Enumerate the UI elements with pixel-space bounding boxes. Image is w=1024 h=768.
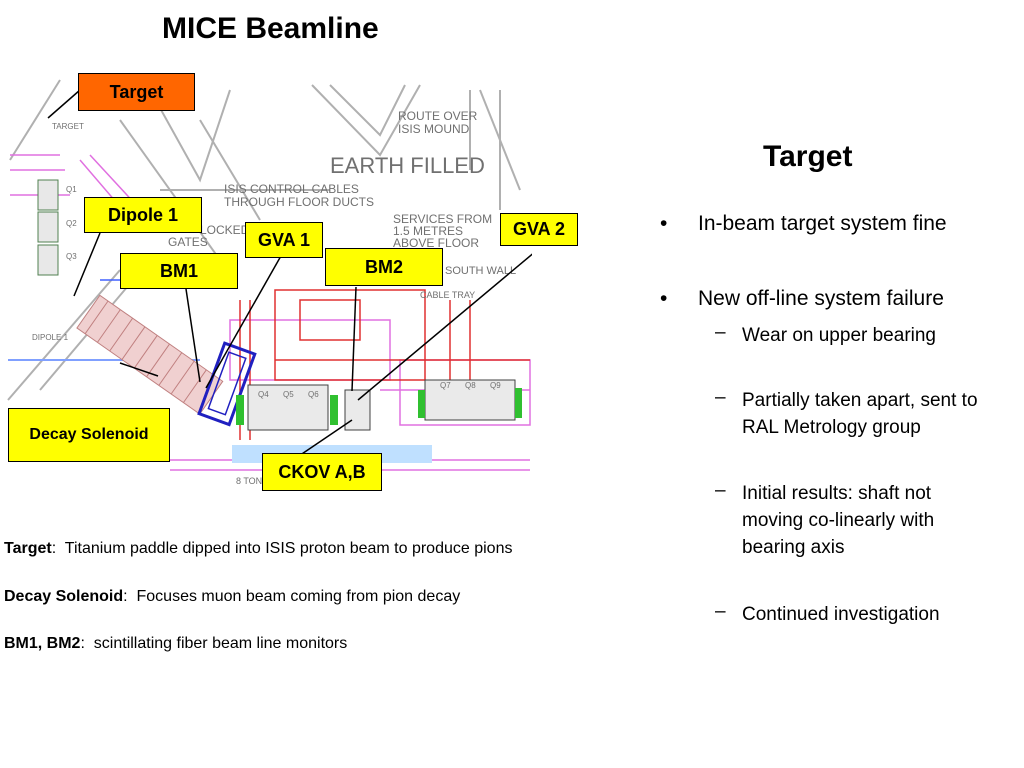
bullet-dot: •	[660, 212, 668, 235]
metres-text: 1.5 METRES	[393, 224, 463, 238]
q8-text: Q8	[465, 381, 476, 390]
sub-bullet-text: Wear on upper bearing	[742, 325, 936, 346]
page-title: MICE Beamline	[162, 12, 379, 45]
through-floor-ducts-text: THROUGH FLOOR DUCTS	[224, 195, 374, 209]
caption-target-term: Target	[4, 540, 52, 557]
bullet-text: New off-line system failure	[698, 287, 944, 310]
caption-bm-sep: :	[80, 635, 85, 652]
sub-bullet-text: Continued investigation	[742, 604, 940, 625]
gva1-callout: GVA 1	[245, 222, 323, 258]
gva2-callout: GVA 2	[500, 213, 578, 246]
dipole1-callout: Dipole 1	[84, 197, 202, 233]
bm1-callout: BM1	[120, 253, 238, 289]
services-from-text: SERVICES FROM	[393, 212, 492, 226]
isis-mound-text: ISIS MOUND	[398, 122, 470, 136]
q5-text: Q5	[283, 390, 294, 399]
caption-target-text: Titanium paddle dipped into ISIS proton …	[56, 540, 513, 557]
above-floor-text: ABOVE FLOOR	[393, 236, 479, 250]
caption-target: Target: Titanium paddle dipped into ISIS…	[4, 540, 512, 558]
q7-text: Q7	[440, 381, 451, 390]
q1-text: Q1	[66, 185, 77, 194]
sub-bullet-dash: –	[715, 480, 726, 501]
ckov-callout: CKOV A,B	[262, 453, 382, 491]
caption-bm-text: scintillating fiber beam line monitors	[84, 635, 348, 652]
caption-target-sep: :	[51, 540, 57, 557]
q9-text: Q9	[490, 381, 501, 390]
route-over-text: ROUTE OVER	[398, 109, 478, 123]
q3-text: Q3	[66, 252, 77, 261]
q2-text: Q2	[66, 219, 77, 228]
sub-bullet-text: Initial results: shaft not moving co-lin…	[742, 483, 935, 558]
caption-decay-text: Focuses muon beam coming from pion decay	[127, 588, 461, 605]
sub-bullet-dash: –	[715, 322, 726, 343]
isis-control-cables-text: ISIS CONTROL CABLES	[224, 182, 359, 196]
earth-filled-text: EARTH FILLED	[330, 153, 485, 178]
caption-decay-solenoid: Decay Solenoid: Focuses muon beam coming…	[4, 588, 460, 606]
ton-unit-text: 8 TON UN	[236, 476, 278, 486]
caption-decay-term: Decay Solenoid	[4, 588, 124, 605]
target-small-text: TARGET	[52, 122, 84, 131]
q4-text: Q4	[258, 390, 269, 399]
caption-decay-sep: :	[123, 588, 128, 605]
dipole-small-text: DIPOLE 1	[32, 333, 69, 342]
sub-bullet-dash: –	[715, 387, 726, 408]
bullet-dot: •	[660, 287, 668, 310]
gates-text: GATES	[168, 235, 208, 249]
caption-bm-term: BM1, BM2	[4, 635, 81, 652]
bm2-callout: BM2	[325, 248, 443, 286]
decay-solenoid-callout: Decay Solenoid	[8, 408, 170, 462]
sub-bullet-dash: –	[715, 601, 726, 622]
caption-bm: BM1, BM2: scintillating fiber beam line …	[4, 635, 347, 653]
south-wall-text: SOUTH WALL	[445, 265, 516, 277]
q6-text: Q6	[308, 390, 319, 399]
cable-tray-text: CABLE TRAY	[420, 290, 475, 300]
section-title: Target	[763, 140, 853, 173]
sub-bullet-text: Partially taken apart, sent to RAL Metro…	[742, 390, 978, 438]
target-callout: Target	[78, 73, 195, 111]
locked-text: LOCKED	[200, 223, 250, 237]
bullet-text: In-beam target system fine	[698, 212, 947, 235]
